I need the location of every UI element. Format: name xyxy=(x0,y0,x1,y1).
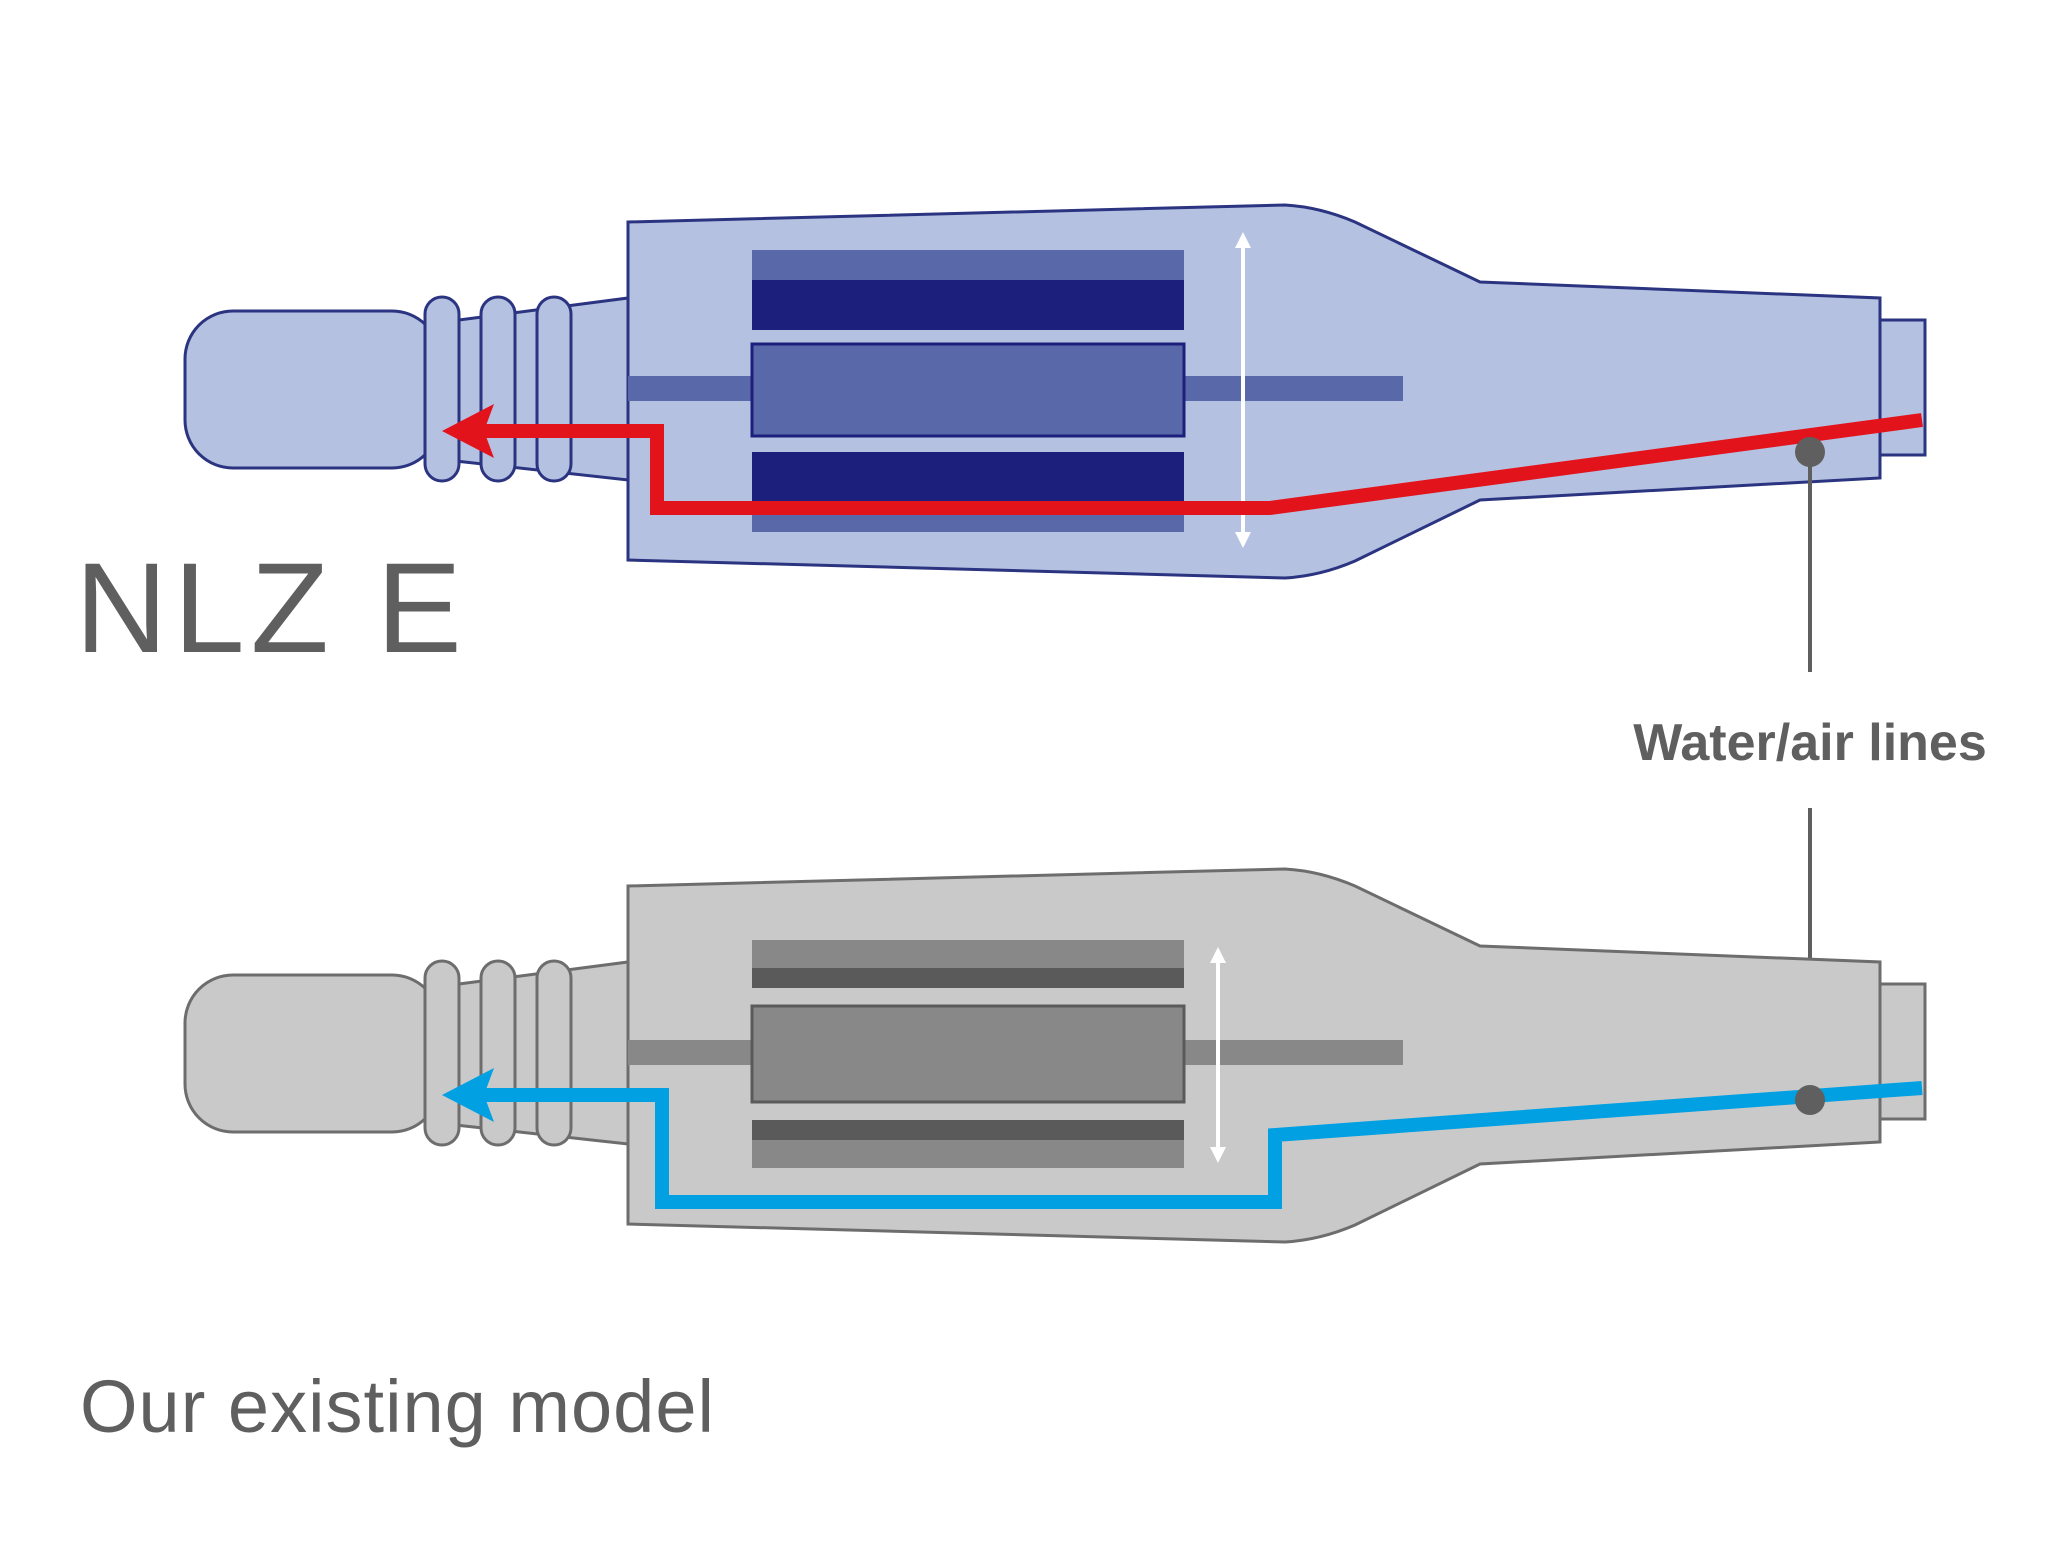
callout-dot-bottom xyxy=(1795,1085,1825,1115)
rotor-core xyxy=(750,342,1186,438)
tail-connector xyxy=(1878,318,1927,457)
water-air-line-existing xyxy=(470,1081,1923,1209)
handpiece-nlz-e xyxy=(183,203,1927,580)
water-air-line-nlz-e xyxy=(470,413,1923,515)
handpiece-existing-model xyxy=(183,867,1927,1244)
tail-connector xyxy=(1878,982,1927,1121)
magnet-upper-core xyxy=(752,280,1184,330)
rotor-core xyxy=(750,1004,1186,1104)
nose-tip xyxy=(183,973,442,1134)
magnet-lower-core xyxy=(752,1120,1184,1140)
callout: Water/air lines xyxy=(1633,452,1987,1110)
ring xyxy=(535,295,573,483)
flow-arrowhead-blue xyxy=(442,1068,494,1122)
callout-label: Water/air lines xyxy=(1633,714,1987,772)
ring xyxy=(423,959,461,1147)
ring xyxy=(423,295,461,483)
product-logo-nlz-e: NLZ E xyxy=(75,537,468,680)
magnet-lower-core xyxy=(752,452,1184,502)
nose-tip xyxy=(183,309,442,470)
flow-arrowhead-red xyxy=(442,404,494,458)
existing-model-label: Our existing model xyxy=(80,1365,715,1448)
ring xyxy=(535,959,573,1147)
magnet-upper-core xyxy=(752,968,1184,988)
